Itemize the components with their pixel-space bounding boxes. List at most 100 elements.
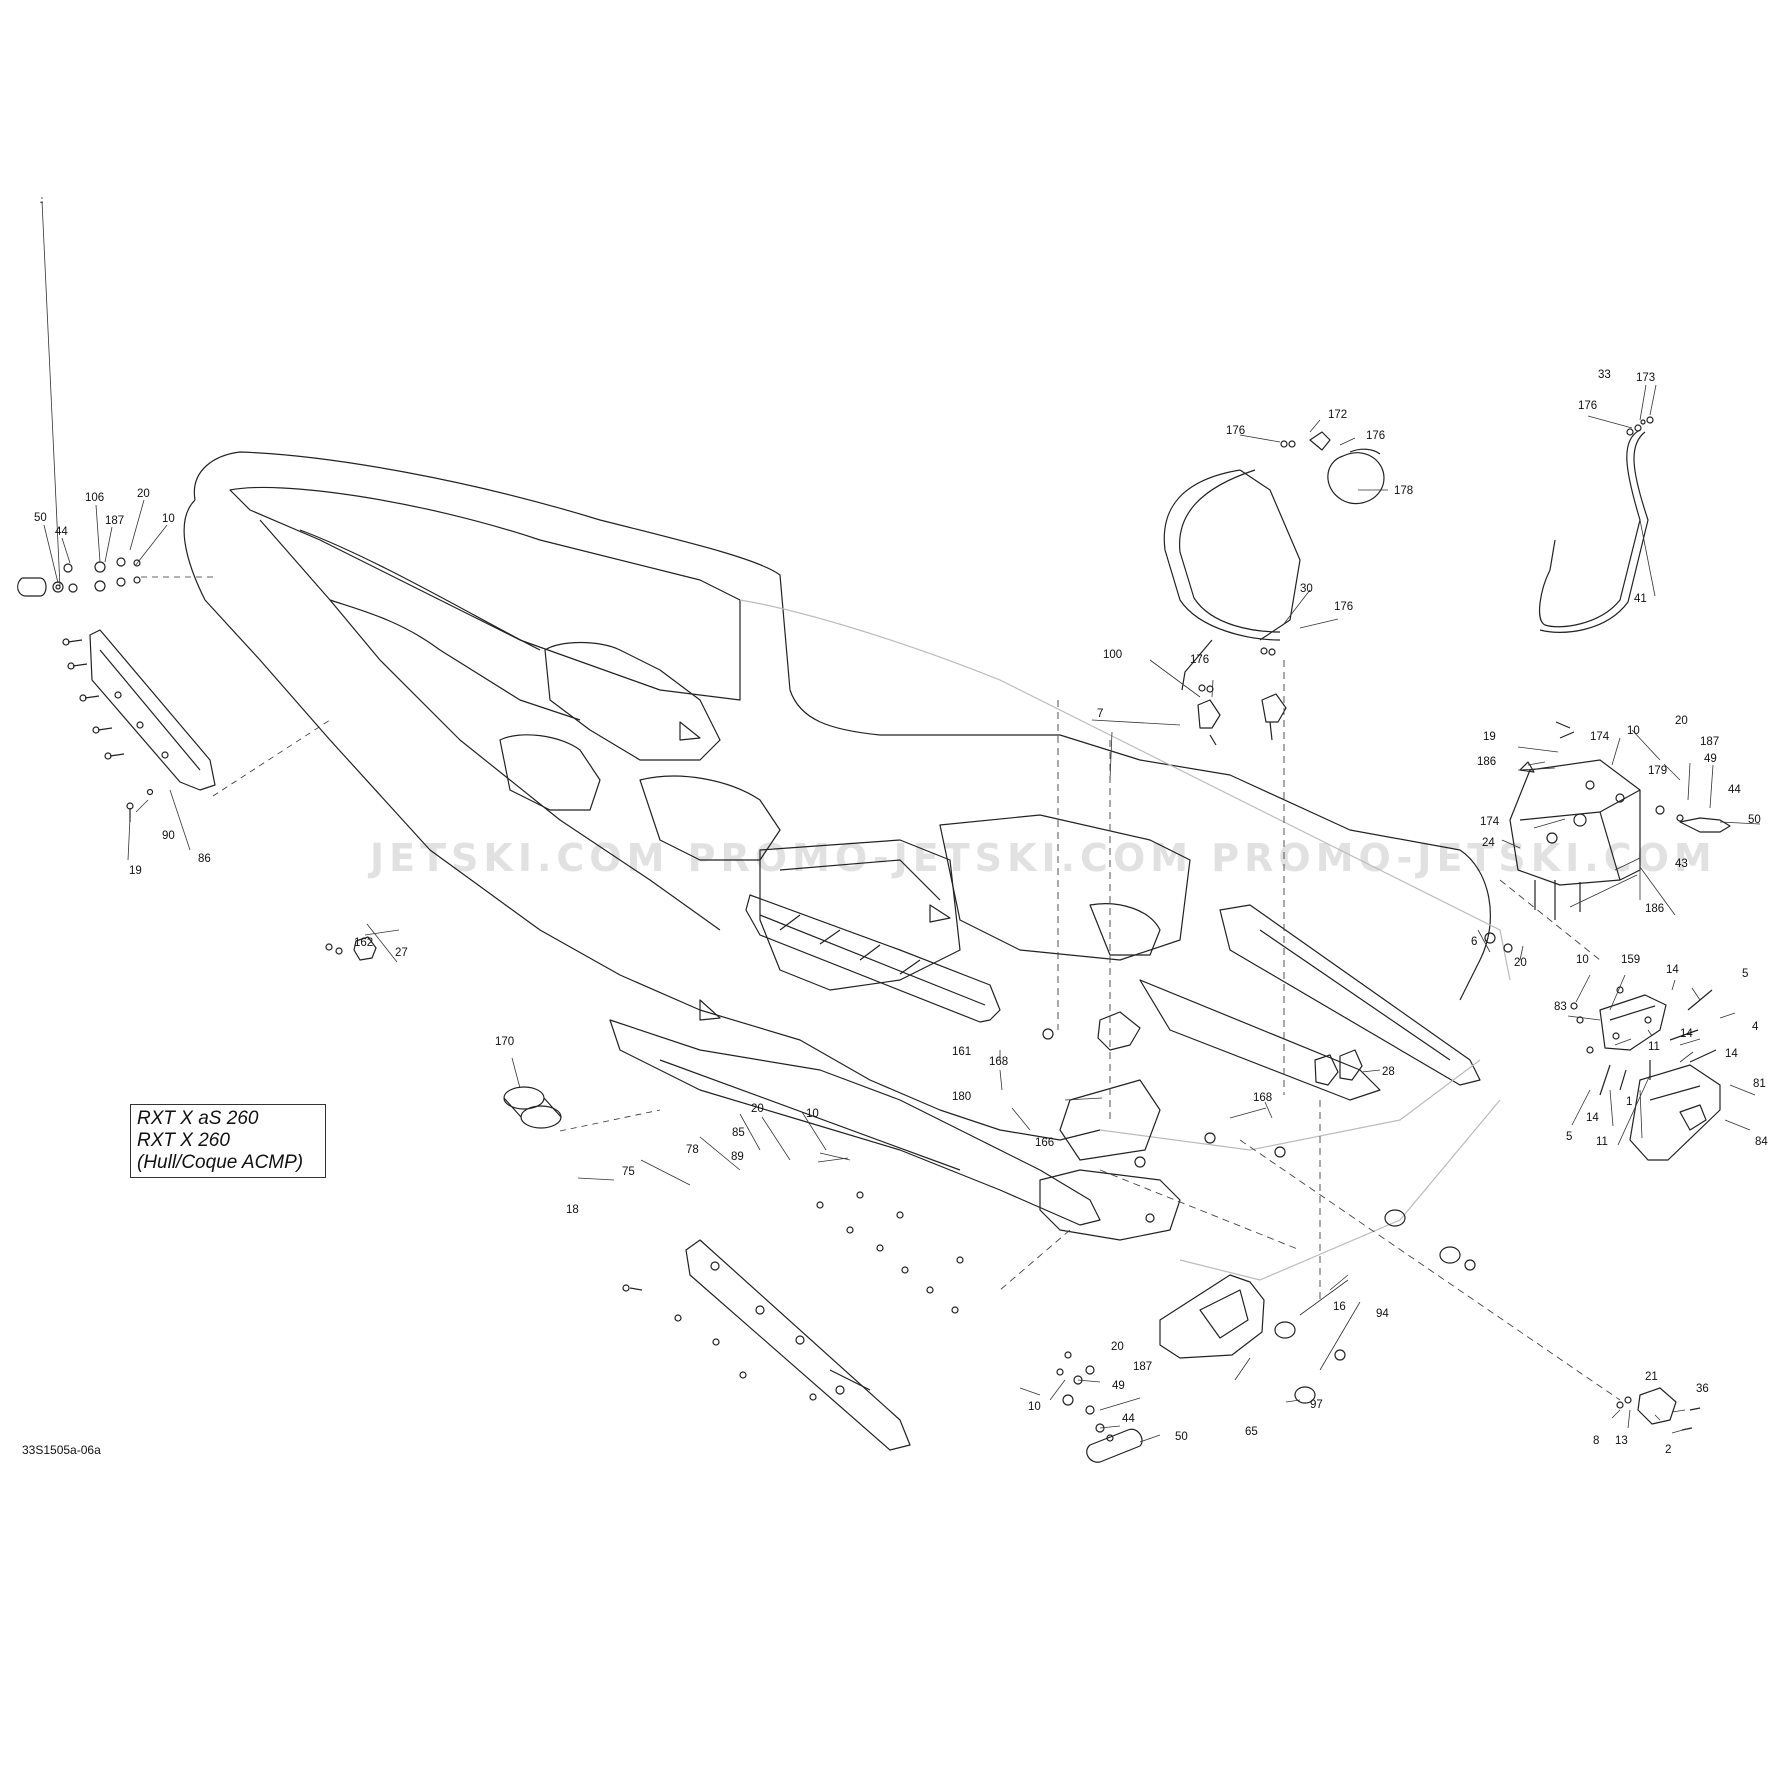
callout-19: 19 — [129, 865, 142, 877]
part-166-cup — [1059, 1011, 1161, 1161]
step-screws-right — [1570, 986, 1717, 1096]
tow-eye-hardware-front — [17, 557, 141, 597]
rub-rail-78 — [745, 894, 1001, 1023]
callout-5: 5 — [1742, 968, 1748, 980]
callout-90: 90 — [162, 830, 175, 842]
callout-24: 24 — [1482, 837, 1495, 849]
callout-30: 30 — [1300, 583, 1313, 595]
callout-50: 50 — [1175, 1431, 1188, 1443]
callout-14: 14 — [1666, 964, 1679, 976]
callout-49: 49 — [1704, 753, 1717, 765]
callout-20: 20 — [137, 488, 150, 500]
callout-50: 50 — [1748, 814, 1761, 826]
callout-176: 176 — [1366, 430, 1385, 442]
intake-grate — [1159, 1274, 1265, 1359]
callout-176: 176 — [1334, 601, 1353, 613]
callout-10: 10 — [1576, 954, 1589, 966]
callout-81: 81 — [1753, 1078, 1766, 1090]
part-28-blocks — [1314, 1049, 1363, 1086]
callout-176: 176 — [1226, 425, 1245, 437]
callout-36: 36 — [1696, 1383, 1709, 1395]
callout-20: 20 — [1514, 957, 1527, 969]
callout-2: 2 — [1665, 1444, 1671, 1456]
callout-65: 65 — [1245, 1426, 1258, 1438]
callout-13: 13 — [1615, 1435, 1628, 1447]
callout-6: 6 — [1471, 936, 1477, 948]
callout-43: 43 — [1675, 858, 1688, 870]
watermark: JETSKI.COM PROMO-JETSKI.COM PROMO-JETSKI… — [370, 836, 1717, 880]
callout-44: 44 — [1728, 784, 1741, 796]
drain-plugs-lower — [1042, 1028, 1476, 1404]
callout-106: 106 — [85, 492, 104, 504]
callout-75: 75 — [622, 1166, 635, 1178]
callout-44: 44 — [55, 526, 68, 538]
callout-174: 174 — [1480, 816, 1500, 828]
part-170-sleeve — [503, 1086, 562, 1129]
callout-83: 83 — [1554, 1001, 1567, 1013]
document-code: 33S1505a-06a — [22, 1443, 101, 1457]
callout-14: 14 — [1725, 1048, 1738, 1060]
callout-21: 21 — [1645, 1371, 1658, 1383]
sponson-hardware — [622, 1191, 964, 1401]
callout-33: 33 — [1598, 369, 1611, 381]
model-applicability-box: RXT X aS 260 RXT X 260 (Hull/Coque ACMP) — [130, 1104, 326, 1178]
callout-14: 14 — [1586, 1112, 1599, 1124]
callout-187: 187 — [1133, 1361, 1152, 1373]
callout-85: 85 — [732, 1127, 745, 1139]
callout-94: 94 — [1376, 1308, 1389, 1320]
callout-161: 161 — [952, 1046, 971, 1058]
callout-168: 168 — [989, 1056, 1008, 1068]
callout-50: 50 — [34, 512, 47, 524]
callout-159: 159 — [1621, 954, 1640, 966]
callout-7: 7 — [1097, 708, 1103, 720]
callout-97: 97 — [1310, 1399, 1323, 1411]
callout-4: 4 — [1752, 1021, 1759, 1033]
front-bumper — [89, 629, 216, 791]
callout-19: 19 — [1483, 731, 1496, 743]
part-27-clip — [325, 936, 377, 961]
right-bracket-hardware — [1484, 721, 1731, 953]
model-line-2: RXT X 260 — [137, 1130, 230, 1151]
callout-16: 16 — [1333, 1301, 1346, 1313]
callout-84: 84 — [1755, 1136, 1768, 1148]
tow-eye-hardware-rear — [1056, 1351, 1143, 1463]
callout-89: 89 — [731, 1151, 744, 1163]
callout-187: 187 — [1700, 736, 1719, 748]
callout-8: 8 — [1593, 1435, 1599, 1447]
callout-86: 86 — [198, 853, 211, 865]
callout-18: 18 — [566, 1204, 579, 1216]
callout-27: 27 — [395, 947, 408, 959]
callout-187: 187 — [105, 515, 124, 527]
callout-labels: 50 44 106 187 20 10 19 90 86 162 27 170 … — [34, 369, 1768, 1456]
callout-178: 178 — [1394, 485, 1413, 497]
callout-44: 44 — [1122, 1413, 1135, 1425]
callout-180: 180 — [952, 1091, 971, 1103]
callout-176: 176 — [1578, 400, 1597, 412]
reboarding-step-84 — [1629, 1064, 1721, 1161]
callout-179: 179 — [1648, 765, 1667, 777]
callout-173: 173 — [1636, 372, 1655, 384]
leader-lines — [39, 197, 1761, 1443]
callout-20: 20 — [751, 1103, 764, 1115]
callout-28: 28 — [1382, 1066, 1395, 1078]
callout-20: 20 — [1111, 1341, 1124, 1353]
callout-166: 166 — [1035, 1137, 1054, 1149]
callout-168: 168 — [1253, 1092, 1272, 1104]
fitting-100 — [1197, 699, 1221, 746]
hull-body — [183, 451, 1511, 1281]
callout-176: 176 — [1190, 654, 1209, 666]
hose-41 — [1538, 429, 1649, 633]
callout-5: 5 — [1566, 1131, 1572, 1143]
model-line-1: RXT X aS 260 — [137, 1108, 259, 1129]
front-bumper-screws — [62, 638, 154, 822]
callout-49: 49 — [1112, 1380, 1125, 1392]
callout-20: 20 — [1675, 715, 1688, 727]
rear-grab-bracket-43 — [1509, 759, 1641, 920]
callout-172: 172 — [1328, 409, 1347, 421]
callout-14: 14 — [1680, 1028, 1693, 1040]
callout-11: 11 — [1596, 1136, 1608, 1148]
callout-100: 100 — [1103, 649, 1122, 661]
hose-30 — [1163, 469, 1301, 691]
callout-11: 11 — [1648, 1041, 1660, 1053]
callout-10: 10 — [1028, 1401, 1041, 1413]
